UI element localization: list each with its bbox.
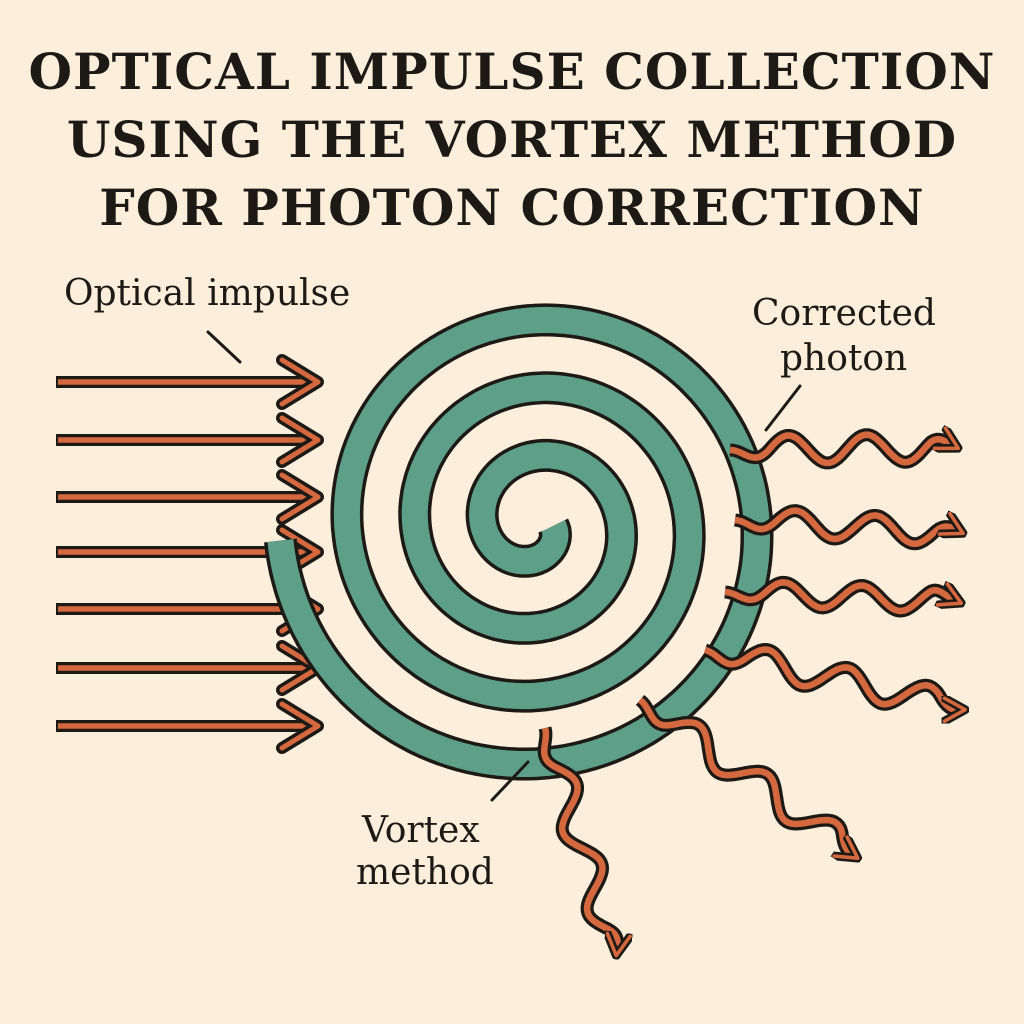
corrected-photon-label-2: photon — [780, 338, 907, 379]
corrected-photon-label-1: Corrected — [752, 293, 936, 334]
page-title: OPTICAL IMPULSE COLLECTION USING THE VOR… — [0, 38, 1024, 242]
incoming-arrow — [56, 354, 324, 410]
wavy-arrows — [537, 435, 958, 949]
wavy-arrow-icon — [721, 575, 955, 618]
corrected-photon-leader — [764, 384, 802, 432]
optical-impulse-leader — [206, 330, 242, 364]
vortex-method-leader — [490, 760, 530, 802]
title-line-3: FOR PHOTON CORRECTION — [99, 178, 925, 237]
spiral-icon — [264, 303, 774, 781]
wavy-arrow-icon — [537, 724, 617, 949]
title-line-2: USING THE VORTEX METHOD — [66, 110, 958, 169]
wavy-arrow-icon — [731, 504, 957, 551]
wavy-arrow-icon — [635, 694, 852, 854]
incoming-arrow — [56, 640, 324, 696]
incoming-arrow — [56, 412, 324, 468]
incoming-arrow — [56, 698, 324, 754]
optical-impulse-label: Optical impulse — [64, 273, 350, 314]
title-line-1: OPTICAL IMPULSE COLLECTION — [28, 42, 996, 101]
wavy-arrow-icon — [726, 435, 952, 470]
vortex-method-label-1: Vortex — [361, 810, 480, 851]
incoming-arrow — [56, 469, 324, 525]
wavy-arrow-icon — [701, 643, 958, 710]
vortex-method-label-2: method — [356, 852, 494, 893]
